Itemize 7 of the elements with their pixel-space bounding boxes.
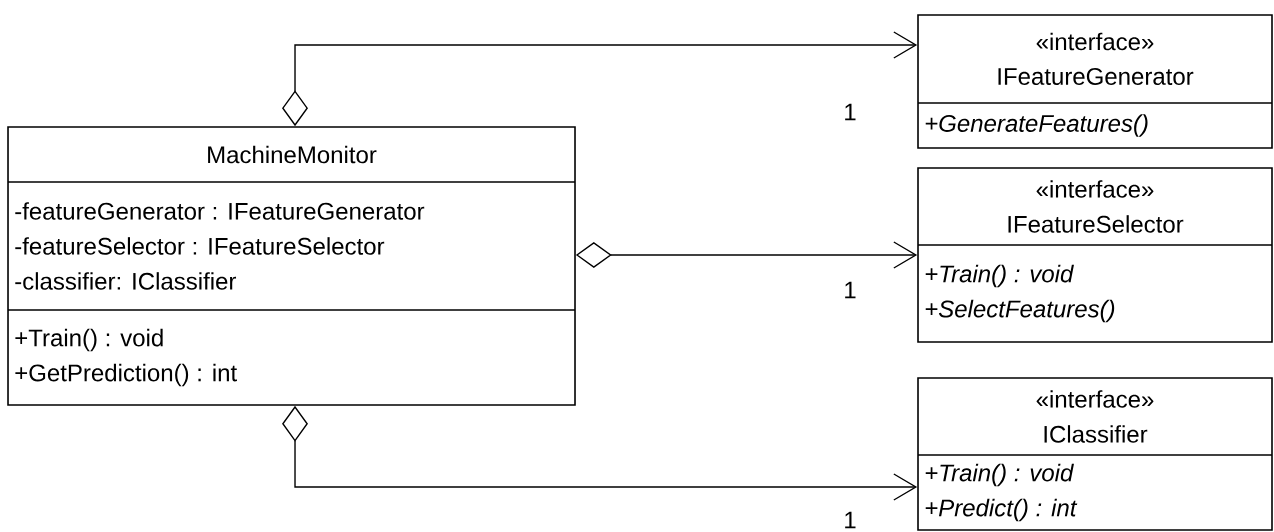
multiplicity-label: 1 bbox=[845, 103, 856, 121]
multiplicity-label: 1 bbox=[845, 511, 856, 529]
multiplicity-label: 1 bbox=[845, 281, 856, 299]
class-box: MachineMonitor -featureGenerator : IFeatureGenerator -featureSelector : IFeatureSelector -classifier: IClassifier +Train() : void +GetPrediction() : int bbox=[7, 126, 576, 406]
class-box: «interface» IFeatureSelector +Train() : void +SelectFeatures() bbox=[917, 167, 1273, 343]
class-box: «interface» IClassifier +Train() : void +Predict() : int bbox=[917, 377, 1273, 531]
class-box: «interface» IFeatureGenerator +GenerateFeatures() bbox=[917, 14, 1273, 149]
